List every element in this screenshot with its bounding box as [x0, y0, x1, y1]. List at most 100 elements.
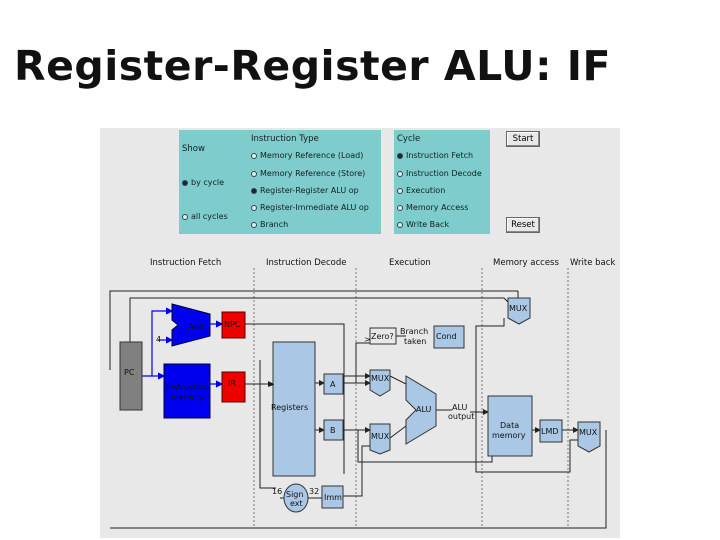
ir-label: IR [228, 379, 236, 388]
instr-option-branch[interactable]: Branch [251, 219, 288, 231]
instruction-memory-label-1: Instruction [166, 383, 209, 392]
wire-imm-to-mux [343, 445, 370, 497]
cond-label: Cond [436, 332, 457, 341]
data-memory-label-1: Data [500, 421, 519, 430]
reset-button[interactable]: Reset [506, 217, 540, 233]
instruction-type-panel: Instruction Type Memory Reference (Load)… [248, 130, 381, 234]
radio-icon[interactable] [397, 188, 403, 194]
mux-wb [577, 421, 601, 453]
show-label: Show [182, 144, 205, 154]
b-label: B [330, 426, 336, 435]
lmd-register [539, 419, 563, 443]
cycle-label: Cycle [397, 134, 421, 144]
instr-option-reg-imm[interactable]: Register-Immediate ALU op [251, 202, 369, 214]
width-16-label: 16 [272, 487, 282, 496]
mux-b [369, 423, 391, 455]
stage-label-decode: Instruction Decode [266, 258, 347, 268]
cycle-option-decode[interactable]: Instruction Decode [397, 168, 482, 180]
pc-label: PC [124, 368, 135, 377]
register-file [272, 341, 316, 477]
lmd-label: LMD [541, 427, 559, 436]
npc-register [221, 311, 246, 339]
mux-wb-label: MUX [579, 428, 598, 437]
alu-output-label-2: output [448, 412, 474, 421]
constant-four-label: 4 [156, 335, 161, 344]
sign-extend-label-1: Sign [286, 490, 303, 499]
npc-label: NPC [224, 320, 241, 329]
wire-mux-to-alu-top [389, 375, 407, 385]
cycle-panel: Cycle Instruction Fetch Instruction Deco… [394, 130, 490, 234]
width-32-label: 32 [309, 487, 319, 496]
radio-icon[interactable] [251, 153, 257, 159]
ir-register [221, 371, 246, 403]
a-label: A [330, 380, 336, 389]
wire-output-to-mux [475, 318, 505, 412]
wire-output-bypass [475, 412, 578, 473]
radio-selected-icon[interactable] [182, 180, 188, 186]
instruction-memory [163, 363, 211, 419]
pipeline-figure: Show by cycle all cycles Instruction Typ… [100, 128, 620, 538]
instr-option-store[interactable]: Memory Reference (Store) [251, 168, 365, 180]
mux-pc-label: MUX [509, 304, 528, 313]
radio-icon[interactable] [182, 214, 188, 220]
adder-label: Add [188, 322, 204, 331]
mux-a-label: MUX [371, 374, 390, 383]
branch-taken-label-1: Branch [400, 327, 428, 336]
radio-icon[interactable] [397, 171, 403, 177]
zero-label: Zero? [371, 332, 394, 341]
cond-register [433, 325, 465, 349]
stage-label-fetch: Instruction Fetch [150, 258, 222, 268]
radio-icon[interactable] [251, 171, 257, 177]
radio-selected-icon[interactable] [251, 188, 257, 194]
register-file-arrow-label: > [268, 380, 275, 389]
page-title: Register-Register ALU: IF [14, 42, 612, 90]
mux-pc [507, 297, 531, 325]
instr-option-reg-reg[interactable]: Register-Register ALU op [251, 185, 359, 197]
register-file-label: Registers [271, 403, 308, 412]
stage-separators [253, 268, 569, 528]
instruction-type-label: Instruction Type [251, 134, 319, 144]
cycle-option-memory[interactable]: Memory Access [397, 202, 468, 214]
mux-a [369, 369, 391, 397]
wire-npc-forward [245, 323, 345, 474]
radio-icon[interactable] [251, 222, 257, 228]
show-option-by-cycle[interactable]: by cycle [182, 177, 224, 189]
wire-pc-to-adder [142, 307, 174, 377]
radio-icon[interactable] [251, 205, 257, 211]
instr-option-load[interactable]: Memory Reference (Load) [251, 150, 363, 162]
radio-icon[interactable] [397, 205, 403, 211]
zero-arrow-label: > [364, 335, 371, 344]
imm-label: Imm [324, 493, 342, 502]
cycle-option-execution[interactable]: Execution [397, 185, 445, 197]
wire-bottom-loop [110, 430, 607, 529]
sign-extend-label-2: ext [290, 499, 303, 508]
stage-label-execution: Execution [389, 258, 431, 268]
radio-icon[interactable] [397, 222, 403, 228]
stage-label-memory: Memory access [493, 258, 559, 268]
start-button[interactable]: Start [506, 131, 540, 147]
wire-ir-to-imm [259, 360, 276, 489]
instruction-memory-label-2: memory [171, 393, 205, 402]
alu-label: ALU [416, 405, 432, 414]
mux-b-label: MUX [371, 432, 390, 441]
data-memory-label-2: memory [492, 431, 526, 440]
wires [109, 290, 607, 529]
fetch-wires [142, 307, 224, 388]
wire-mux-to-alu-bottom [389, 425, 407, 439]
pc-register [119, 341, 143, 411]
cycle-option-fetch[interactable]: Instruction Fetch [397, 150, 473, 162]
cycle-option-writeback[interactable]: Write Back [397, 219, 449, 231]
imm-register [321, 485, 344, 509]
adder [171, 303, 211, 347]
radio-selected-icon[interactable] [397, 153, 403, 159]
alu-output-label-1: ALU [452, 403, 468, 412]
b-register [323, 419, 344, 441]
branch-taken-label-2: taken [404, 337, 426, 346]
wire-a-to-zero [343, 342, 370, 384]
data-memory [487, 395, 533, 457]
alu [405, 375, 437, 445]
datapath-diagram: PC Add 4 NPC Instruction memory IR Regis… [109, 268, 607, 529]
wire-top-loop [109, 290, 518, 370]
wire-mux-to-pc [129, 297, 511, 370]
show-option-all-cycles[interactable]: all cycles [182, 211, 228, 223]
